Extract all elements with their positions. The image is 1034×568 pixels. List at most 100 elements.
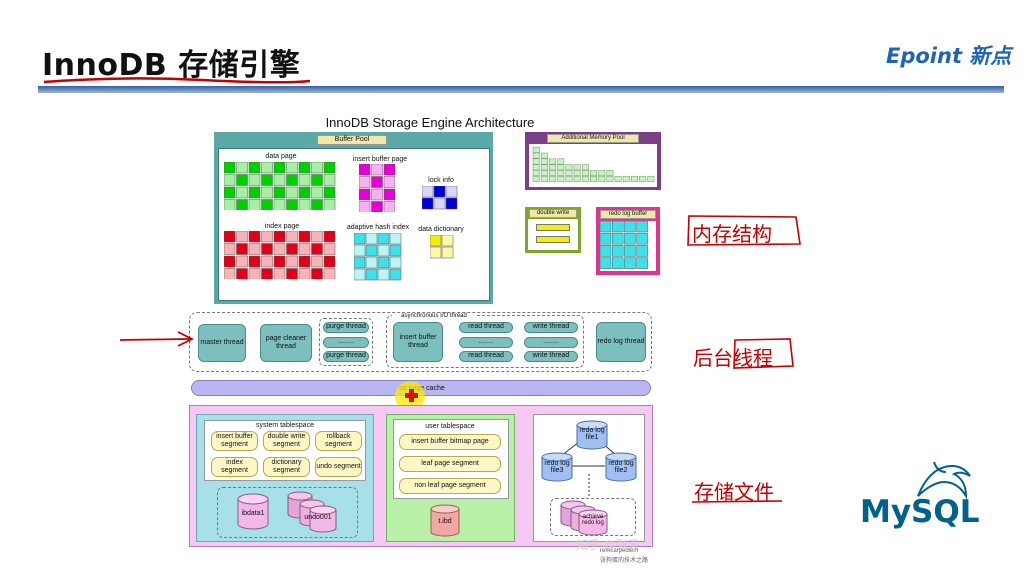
index-page-cell [286,268,298,280]
data-page-cell [273,161,286,174]
data-dictionary-cell [429,234,442,247]
read-thread-1: read thread [459,322,513,333]
double-write-page-2 [536,236,570,243]
memory-pool-cell [573,175,581,182]
redo-log-buffer-cell [636,257,648,269]
memory-pool-cell [598,170,606,177]
index-page-cell [248,230,261,243]
write-thread-1: write thread [524,322,578,333]
hash-index-cell [353,244,366,257]
data-dictionary-cell [441,234,454,247]
annotation-storage-files: 存储文件 [694,480,774,504]
insert-buffer-cell [371,188,383,201]
diagram-title: InnoDB Storage Engine Architecture [325,115,535,130]
index-page-cell [323,230,336,243]
rollback-segment: rollback segment [315,431,362,451]
memory-pool-cell [540,175,548,182]
data-page-cell [298,186,311,199]
watermark-caption: 张狗蛋的技术之路 [600,558,649,564]
memory-pool-cell [565,175,573,182]
redo-log-buffer-cell [636,220,648,233]
redo-log-buffer-cell [624,245,636,257]
data-page-cell [311,186,323,199]
redo-log-file1-label: redo log file1 [579,427,605,441]
redo-log-buffer-cell [599,245,612,257]
data-page-cell [286,161,298,174]
hash-index-cell [377,256,390,269]
insert-buffer-cell [358,163,371,176]
index-page-cell [273,255,286,268]
index-page-cell [236,268,248,280]
page-title: InnoDB 存储引擎 [42,48,301,83]
memory-pool-body [529,144,657,187]
memory-pool-cell [631,175,638,182]
index-page-cell [223,230,236,243]
watermark-zhihu: 知乎 @张天 [576,538,640,552]
leaf-page-segment: leaf page segment [399,456,501,472]
data-page-cell [248,161,261,174]
data-page-cell [223,186,236,199]
data-page-cell [286,186,298,199]
index-page-cell [286,255,298,268]
memory-pool-cell [557,158,565,165]
memory-pool-cell [532,164,540,171]
lock-info-cell [433,197,446,210]
data-page-cell [323,186,336,199]
index-page-cell [311,268,323,280]
index-page-cell [236,230,248,243]
double-write-box: double write [525,207,581,253]
data-page-cell [236,161,248,174]
redo-log-buffer-cell [624,232,636,245]
undo-segment: undo segment [315,457,362,477]
purge-thread-ellipsis: ........ [323,337,369,348]
data-page-cell [261,174,273,186]
achieve-redo-log-icon [560,500,608,536]
annotation-memory-structure: 内存结构 [692,222,772,246]
insert-buffer-cell [383,188,396,201]
pointer-arrow [119,331,195,347]
system-files-group [217,487,358,538]
insert-buffer-bitmap-page: insert buffer bitmap page [399,434,501,450]
data-dictionary-label: data dictionary [418,226,464,233]
hash-index-cell [365,232,378,245]
double-write-page-1 [536,224,570,231]
index-page-cell [273,243,286,255]
data-page-cell [323,199,336,211]
data-page-cell [236,174,248,186]
lock-info-cell [421,185,434,198]
redo-log-file1-icon [576,420,608,450]
memory-pool-cell [532,170,540,177]
data-page-cell [286,199,298,211]
memory-pool-cell [549,164,557,171]
index-page-cell [323,268,336,280]
lock-info-label: lock info [428,177,454,184]
data-page-cell [261,199,273,211]
hash-index-cell [389,244,402,257]
double-write-body [528,219,578,250]
data-page-cell [323,161,336,174]
redo-log-buffer-cell [611,245,624,257]
data-page-cell [236,186,248,199]
memory-pool-cell [581,164,589,171]
lock-info-cell [433,185,446,198]
data-page-cell [223,174,236,186]
write-thread-ellipsis: ........ [524,337,578,348]
insert-buffer-cell [358,188,371,201]
data-dictionary-cell [429,246,442,259]
redo-log-buffer-cell [624,220,636,233]
async-io-group [386,315,584,368]
data-page-cell [261,161,273,174]
data-page-cell [261,186,273,199]
memory-pool-cell [532,175,540,182]
index-page-grid [223,230,336,284]
data-page-cell [273,186,286,199]
hash-index-cell [365,268,378,281]
memory-pool-cell [532,158,540,165]
index-page-cell [311,230,323,243]
redo-log-buffer-cell [611,232,624,245]
redo-log-buffer-cell [636,245,648,257]
data-page-cell [248,174,261,186]
hash-index-cell [377,232,390,245]
index-page-cell [286,243,298,255]
redo-log-buffer-cell [611,220,624,233]
